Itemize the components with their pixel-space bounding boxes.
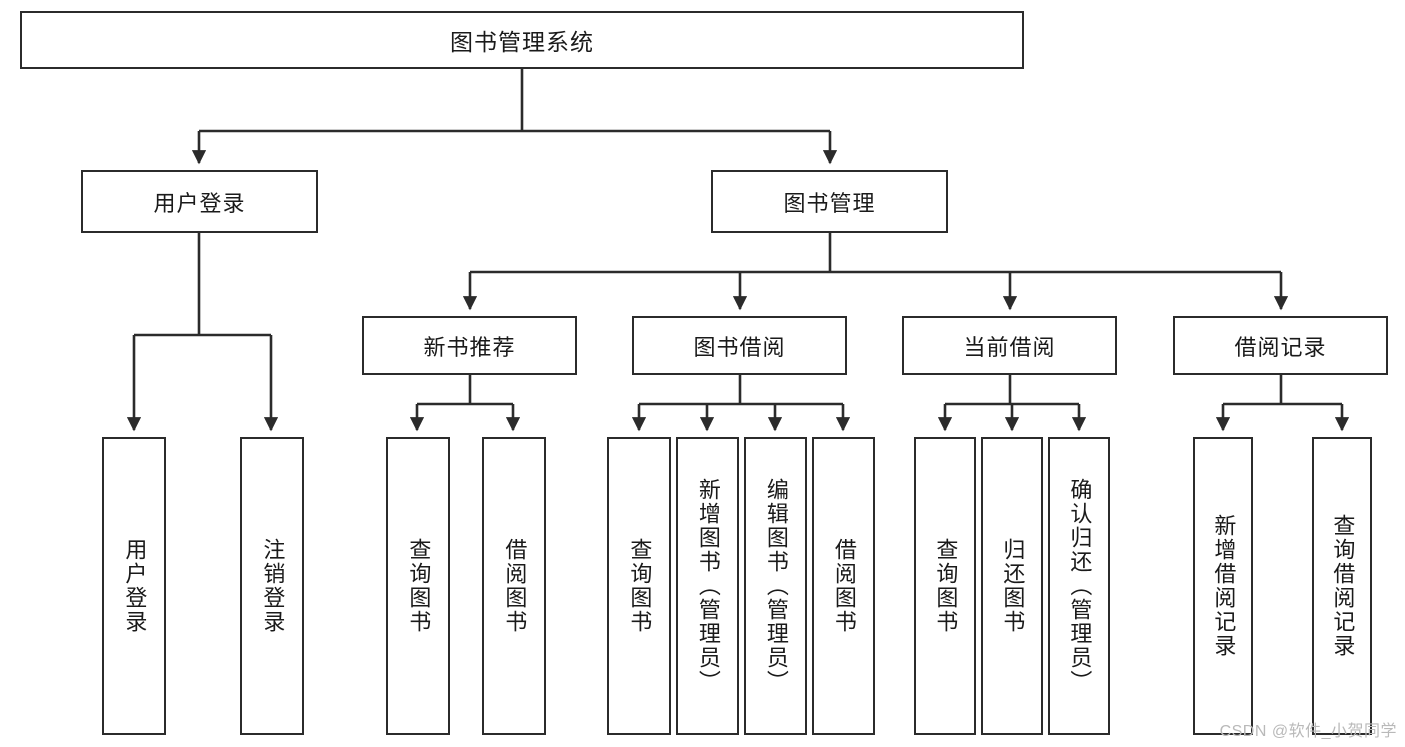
leaf-borrow-record-query[interactable]: 查询借阅记录 xyxy=(1312,437,1372,735)
leaf-current-borrow-query-label: 查询图书 xyxy=(933,538,959,634)
leaf-borrow-record-add[interactable]: 新增借阅记录 xyxy=(1193,437,1253,735)
leaf-user-login-logout-label: 注销登录 xyxy=(260,538,286,634)
leaf-borrow-record-add-label: 新增借阅记录 xyxy=(1211,514,1237,658)
leaf-new-book-borrow-label: 借阅图书 xyxy=(502,538,528,634)
leaf-user-login-login[interactable]: 用户登录 xyxy=(102,437,166,735)
watermark: CSDN @软件_小贺同学 xyxy=(1220,717,1397,741)
leaf-book-borrow-borrow-label: 借阅图书 xyxy=(831,538,857,634)
node-borrow-record[interactable]: 借阅记录 xyxy=(1173,316,1388,375)
leaf-new-book-query-label: 查询图书 xyxy=(406,538,432,634)
leaf-current-borrow-query[interactable]: 查询图书 xyxy=(914,437,976,735)
node-user-login[interactable]: 用户登录 xyxy=(81,170,318,233)
node-book-management[interactable]: 图书管理 xyxy=(711,170,948,233)
leaf-book-borrow-query[interactable]: 查询图书 xyxy=(607,437,671,735)
node-book-borrow[interactable]: 图书借阅 xyxy=(632,316,847,375)
leaf-book-borrow-borrow[interactable]: 借阅图书 xyxy=(812,437,875,735)
leaf-user-login-logout[interactable]: 注销登录 xyxy=(240,437,304,735)
leaf-book-borrow-add[interactable]: 新增图书（管理员） xyxy=(676,437,739,735)
leaf-current-borrow-return-label: 归还图书 xyxy=(1000,538,1026,634)
node-root-system-label: 图书管理系统 xyxy=(450,29,594,55)
node-new-book-recommend[interactable]: 新书推荐 xyxy=(362,316,577,375)
node-current-borrow[interactable]: 当前借阅 xyxy=(902,316,1117,375)
leaf-book-borrow-edit[interactable]: 编辑图书（管理员） xyxy=(744,437,807,735)
leaf-book-borrow-query-label: 查询图书 xyxy=(627,538,653,634)
leaf-current-borrow-confirm-label: 确认归还（管理员） xyxy=(1067,478,1093,694)
node-current-borrow-label: 当前借阅 xyxy=(963,334,1056,360)
leaf-current-borrow-return[interactable]: 归还图书 xyxy=(981,437,1043,735)
node-root-system[interactable]: 图书管理系统 xyxy=(20,11,1024,69)
node-user-login-label: 用户登录 xyxy=(153,190,246,216)
node-borrow-record-label: 借阅记录 xyxy=(1234,334,1327,360)
watermark-text: CSDN @软件_小贺同学 xyxy=(1219,723,1397,740)
leaf-book-borrow-add-label: 新增图书（管理员） xyxy=(695,478,721,694)
leaf-borrow-record-query-label: 查询借阅记录 xyxy=(1330,514,1356,658)
node-new-book-recommend-label: 新书推荐 xyxy=(423,334,516,360)
leaf-book-borrow-edit-label: 编辑图书（管理员） xyxy=(763,478,789,694)
node-book-management-label: 图书管理 xyxy=(783,190,876,216)
leaf-current-borrow-confirm[interactable]: 确认归还（管理员） xyxy=(1048,437,1110,735)
leaf-new-book-query[interactable]: 查询图书 xyxy=(386,437,450,735)
node-book-borrow-label: 图书借阅 xyxy=(693,334,786,360)
leaf-user-login-login-label: 用户登录 xyxy=(122,538,148,634)
leaf-new-book-borrow[interactable]: 借阅图书 xyxy=(482,437,546,735)
